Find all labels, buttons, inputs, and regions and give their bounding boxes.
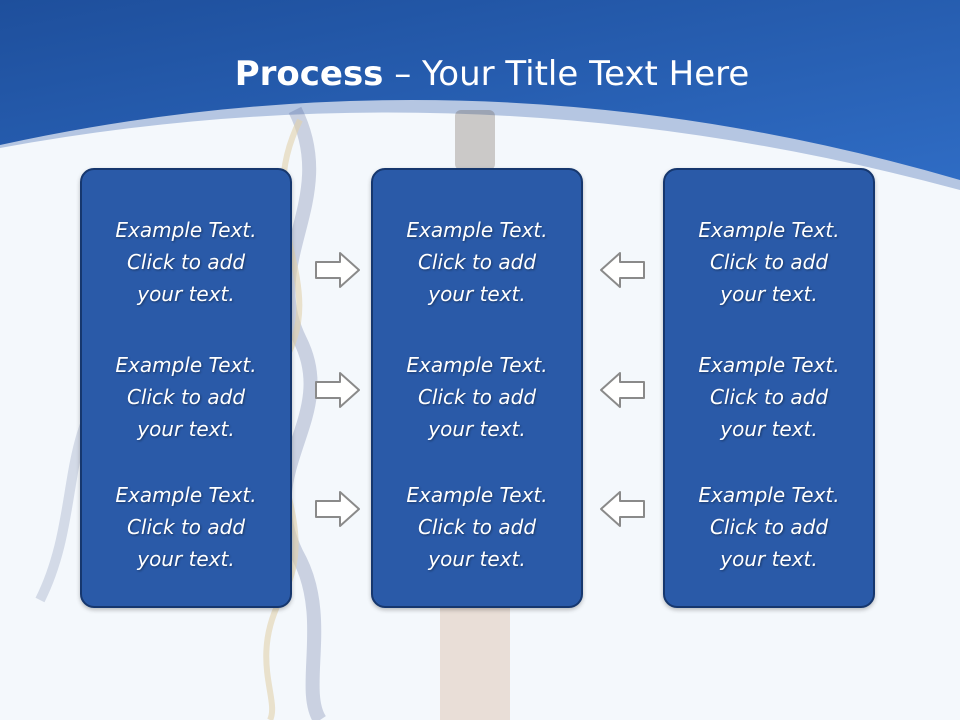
text-line: Example Text. — [406, 483, 548, 507]
right-arrow-icon — [315, 491, 360, 527]
text-line: Click to add — [417, 250, 537, 274]
text-line: your text. — [137, 547, 235, 571]
left-arrow-icon — [600, 491, 645, 527]
panel-text-item[interactable]: Example Text. Click to add your text. — [665, 479, 873, 575]
panel-left[interactable]: Example Text. Click to add your text. Ex… — [80, 168, 292, 608]
text-line: your text. — [428, 417, 526, 441]
text-line: your text. — [720, 417, 818, 441]
text-line: your text. — [428, 547, 526, 571]
panel-text-item[interactable]: Example Text. Click to add your text. — [665, 349, 873, 445]
text-line: Example Text. — [115, 218, 257, 242]
text-line: your text. — [428, 282, 526, 306]
left-arrow-icon — [600, 372, 645, 408]
panel-text-item[interactable]: Example Text. Click to add your text. — [82, 214, 290, 310]
text-line: Example Text. — [698, 218, 840, 242]
title-bold: Process — [234, 54, 384, 94]
text-line: Click to add — [417, 385, 537, 409]
text-line: Click to add — [126, 250, 246, 274]
text-line: Example Text. — [406, 218, 548, 242]
text-line: Example Text. — [115, 483, 257, 507]
text-line: Click to add — [709, 385, 829, 409]
text-line: Click to add — [709, 515, 829, 539]
text-line: Click to add — [709, 250, 829, 274]
right-arrow-icon — [315, 372, 360, 408]
text-line: Example Text. — [406, 353, 548, 377]
panel-text-item[interactable]: Example Text. Click to add your text. — [665, 214, 873, 310]
text-line: your text. — [720, 282, 818, 306]
text-line: your text. — [137, 417, 235, 441]
panel-text-item[interactable]: Example Text. Click to add your text. — [373, 214, 581, 310]
text-line: your text. — [720, 547, 818, 571]
text-line: Click to add — [126, 515, 246, 539]
panel-right[interactable]: Example Text. Click to add your text. Ex… — [663, 168, 875, 608]
text-line: Example Text. — [698, 353, 840, 377]
text-line: Click to add — [126, 385, 246, 409]
left-arrow-icon — [600, 252, 645, 288]
panel-center[interactable]: Example Text. Click to add your text. Ex… — [371, 168, 583, 608]
panel-text-item[interactable]: Example Text. Click to add your text. — [82, 349, 290, 445]
page-title: Process – Your Title Text Here — [0, 52, 960, 96]
panel-text-item[interactable]: Example Text. Click to add your text. — [373, 349, 581, 445]
panel-text-item[interactable]: Example Text. Click to add your text. — [373, 479, 581, 575]
panel-text-item[interactable]: Example Text. Click to add your text. — [82, 479, 290, 575]
text-line: Example Text. — [115, 353, 257, 377]
text-line: your text. — [137, 282, 235, 306]
right-arrow-icon — [315, 252, 360, 288]
title-rest: – Your Title Text Here — [383, 54, 750, 94]
text-line: Example Text. — [698, 483, 840, 507]
text-line: Click to add — [417, 515, 537, 539]
